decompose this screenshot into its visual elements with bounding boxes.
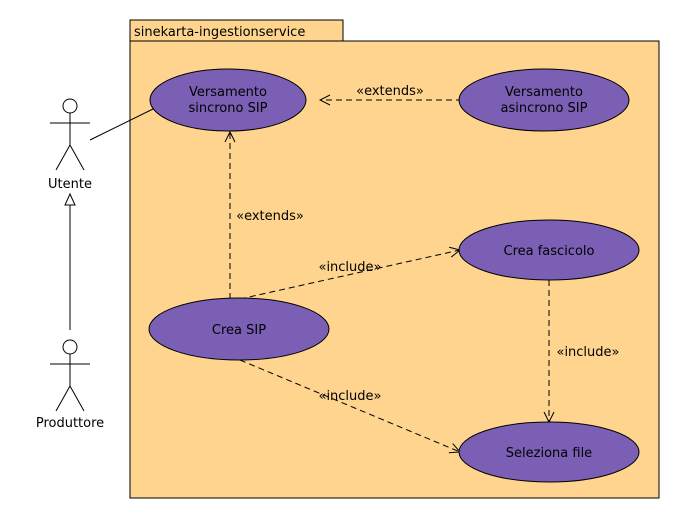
usecase-label: Crea SIP <box>212 323 266 338</box>
dependency-asincrono-extends-sincrono: «extends» <box>320 84 462 100</box>
usecase-versamento-asincrono: Versamento asincrono SIP <box>458 68 630 132</box>
usecase-label: Versamento <box>505 85 583 100</box>
relation-label: «include» <box>318 389 381 404</box>
dependency-creasip-include-fascicolo: «include» <box>239 250 460 300</box>
relation-label: «include» <box>556 345 619 360</box>
usecase-label: asincrono SIP <box>500 101 587 116</box>
usecase-label: Versamento <box>189 85 267 100</box>
dependency-creasip-include-seleziona: «include» <box>239 359 460 452</box>
usecase-crea-sip: Crea SIP <box>148 297 330 361</box>
usecase-crea-fascicolo: Crea fascicolo <box>458 219 640 281</box>
actor-stick-figure-icon <box>50 339 90 412</box>
dependency-creasip-extends-sincrono: «extends» <box>230 132 304 299</box>
usecase-seleziona-file: Seleziona file <box>458 421 640 483</box>
package-name: sinekarta-ingestionservice <box>134 25 305 40</box>
usecase-label: Seleziona file <box>506 446 592 461</box>
usecase-label: sincrono SIP <box>188 101 267 116</box>
usecase-versamento-sincrono: Versamento sincrono SIP <box>149 68 307 132</box>
dependency-fascicolo-include-seleziona: «include» <box>549 280 620 422</box>
actor-utente: Utente <box>48 98 92 192</box>
association-utente-versamento <box>89 107 156 141</box>
relation-label: «include» <box>318 260 381 275</box>
relation-label: «extends» <box>236 209 304 224</box>
relation-label: «extends» <box>356 84 424 99</box>
usecase-label: Crea fascicolo <box>504 244 595 259</box>
actor-stick-figure-icon <box>50 98 90 171</box>
actor-label: Utente <box>48 177 92 192</box>
actor-label: Produttore <box>36 416 104 431</box>
actor-produttore: Produttore <box>36 339 104 431</box>
generalization-produttore-utente <box>64 192 76 330</box>
